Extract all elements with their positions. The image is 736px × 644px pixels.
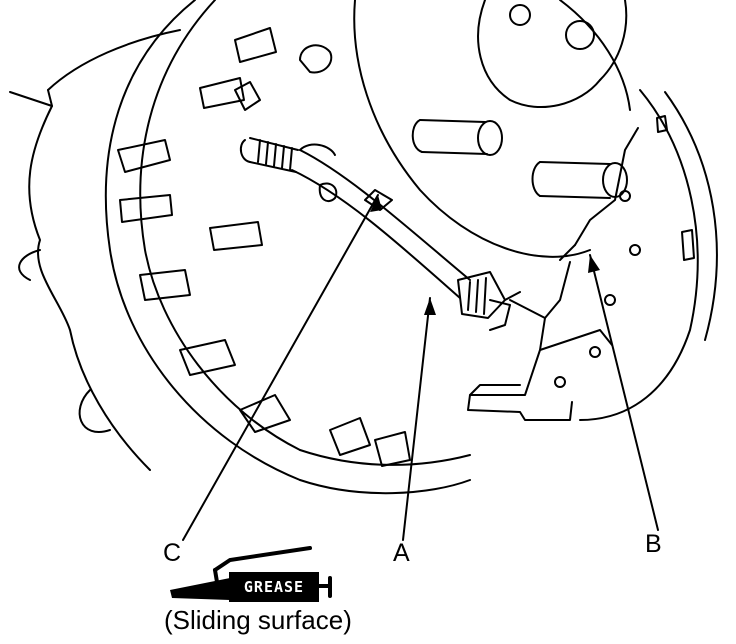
arrowhead-c [370,195,382,212]
grease-tube-icon [170,546,332,600]
hub-flange [234,0,631,258]
callout-label-a: A [393,539,410,567]
wheel-studs [411,119,628,199]
callout-label-c: C [163,539,182,567]
arrowhead-a [424,298,436,315]
arrowhead-b [588,255,600,273]
threaded-end [239,137,299,173]
lever-bracket [467,127,639,421]
callout-label-b: B [645,530,662,558]
leader-lines [182,194,659,541]
backing-plate [104,0,471,495]
adjuster-nut [457,271,521,331]
adjuster-rod [291,143,471,299]
sliding-surface-caption: (Sliding surface) [164,605,352,635]
brake-shoe-outline [554,89,718,421]
leader-line-c [182,194,379,541]
leader-line-a [402,297,431,541]
housing-outline [9,29,181,471]
grease-label: GREASE [229,572,319,602]
leader-line-b [589,254,659,531]
